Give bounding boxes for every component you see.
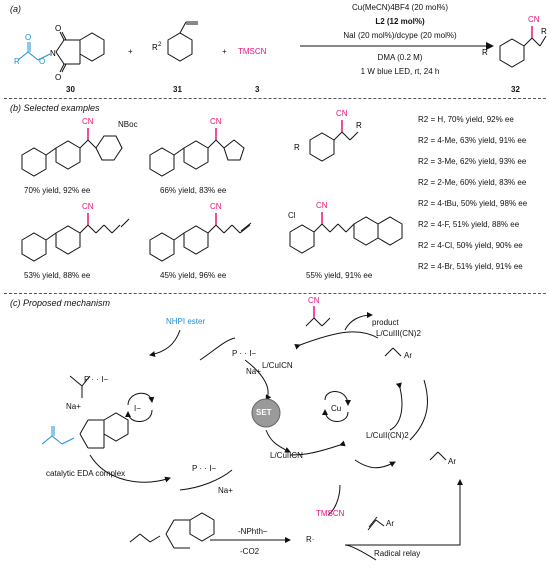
svg-text:O: O: [55, 24, 61, 33]
p-iodide-3: P · · I−: [192, 464, 217, 473]
nhpi-ester-label: NHPI ester: [166, 317, 206, 326]
svg-text:R: R: [152, 43, 158, 52]
label-31: 31: [173, 85, 182, 94]
cl-label: Cl: [288, 211, 296, 220]
svg-text:CN: CN: [82, 117, 94, 126]
atom-r1: R: [14, 57, 20, 66]
svg-text:CN: CN: [210, 202, 222, 211]
reaction-arrow: [300, 42, 494, 50]
ar-label-1: Ar: [404, 351, 412, 360]
eda-label: catalytic EDA complex: [46, 469, 126, 478]
condition-4: DMA (0.2 M): [377, 53, 423, 62]
section-c-label: (c) Proposed mechanism: [10, 298, 111, 308]
svg-text:CN: CN: [308, 296, 320, 305]
r-item-2: R2 = 4-Me, 63% yield, 91% ee: [418, 136, 527, 145]
cu-iii-label: L/CuIII(CN)2: [376, 329, 421, 338]
co2-label: -CO2: [240, 547, 260, 556]
svg-text:CN: CN: [336, 109, 348, 118]
plus-1: +: [128, 47, 133, 56]
yield-2: 66% yield, 83% ee: [160, 186, 227, 195]
svg-text:O: O: [25, 33, 31, 42]
compound-30-structure: R O O N O O: [14, 24, 105, 82]
svg-text:R: R: [541, 27, 547, 36]
divider-2: [4, 293, 546, 294]
svg-text:O: O: [39, 57, 45, 66]
na-plus-1: Na+: [66, 402, 81, 411]
svg-text:N: N: [50, 49, 56, 58]
condition-2: L2 (12 mol%): [375, 17, 425, 26]
yield-1: 70% yield, 92% ee: [24, 186, 91, 195]
cu-cycle-label: Cu: [331, 404, 342, 413]
label-3: 3: [255, 85, 260, 94]
p-iodide-1: P · · I−: [84, 375, 109, 384]
condition-1: Cu(MeCN)4BF4 (20 mol%): [351, 3, 449, 12]
svg-text:R: R: [294, 143, 300, 152]
radical-label: R·: [306, 535, 315, 544]
svg-text:O: O: [55, 73, 61, 82]
cu-ii2-label: L/CuII(CN)2: [366, 431, 409, 440]
na-plus-2: Na+: [246, 367, 261, 376]
relay-label: Radical relay: [374, 549, 421, 558]
selected-examples-structures: CN CN CN CN CN CN R R: [21, 109, 403, 262]
label-30: 30: [66, 85, 75, 94]
r-item-1: R2 = H, 70% yield, 92% ee: [418, 115, 514, 124]
iodide-cycle-label: I−: [134, 404, 141, 413]
r-item-7: R2 = 4-Cl, 50% yield, 90% ee: [418, 241, 523, 250]
r-item-6: R2 = 4-F, 51% yield, 88% ee: [418, 220, 520, 229]
section-a-label: (a): [10, 4, 21, 14]
cu-i-label: L/CuICN: [262, 361, 293, 370]
svg-text:R: R: [356, 121, 362, 130]
na-plus-3: Na+: [218, 486, 233, 495]
yield-3: 53% yield, 88% ee: [24, 271, 91, 280]
reagent-tmscn: TMSCN: [238, 47, 267, 56]
ar-label-3: Ar: [386, 519, 394, 528]
section-b-label: (b) Selected examples: [10, 103, 100, 113]
svg-text:2: 2: [158, 42, 162, 48]
label-32: 32: [511, 85, 520, 94]
r-item-3: R2 = 3-Me, 62% yield, 93% ee: [418, 157, 527, 166]
cu-ii-label: L/CuIICN: [270, 451, 303, 460]
divider-1: [4, 98, 546, 99]
condition-5: 1 W blue LED, rt, 24 h: [360, 67, 440, 76]
svg-text:R: R: [482, 48, 488, 57]
svg-text:CN: CN: [528, 15, 540, 24]
r-item-5: R2 = 4-tBu, 50% yield, 98% ee: [418, 199, 528, 208]
yield-4: 45% yield, 96% ee: [160, 271, 227, 280]
nphth-label: -NPhth−: [238, 527, 268, 536]
yield-5: 55% yield, 91% ee: [306, 271, 373, 280]
svg-text:CN: CN: [316, 201, 328, 210]
r-item-8: R2 = 4-Br, 51% yield, 91% ee: [418, 262, 523, 271]
r-item-4: R2 = 2-Me, 60% yield, 83% ee: [418, 178, 527, 187]
compound-32-structure: CN R R: [482, 15, 547, 68]
tmscn-label-c: TMSCN: [316, 509, 345, 518]
svg-text:CN: CN: [210, 117, 222, 126]
plus-2: +: [222, 47, 227, 56]
set-label: SET: [256, 408, 272, 417]
boc-label: NBoc: [118, 120, 138, 129]
svg-text:CN: CN: [82, 202, 94, 211]
product-label: product: [372, 318, 399, 327]
p-iodide-2: P · · I−: [232, 349, 257, 358]
ar-label-2: Ar: [448, 457, 456, 466]
condition-3: NaI (20 mol%)/dcype (20 mol%): [343, 31, 457, 40]
